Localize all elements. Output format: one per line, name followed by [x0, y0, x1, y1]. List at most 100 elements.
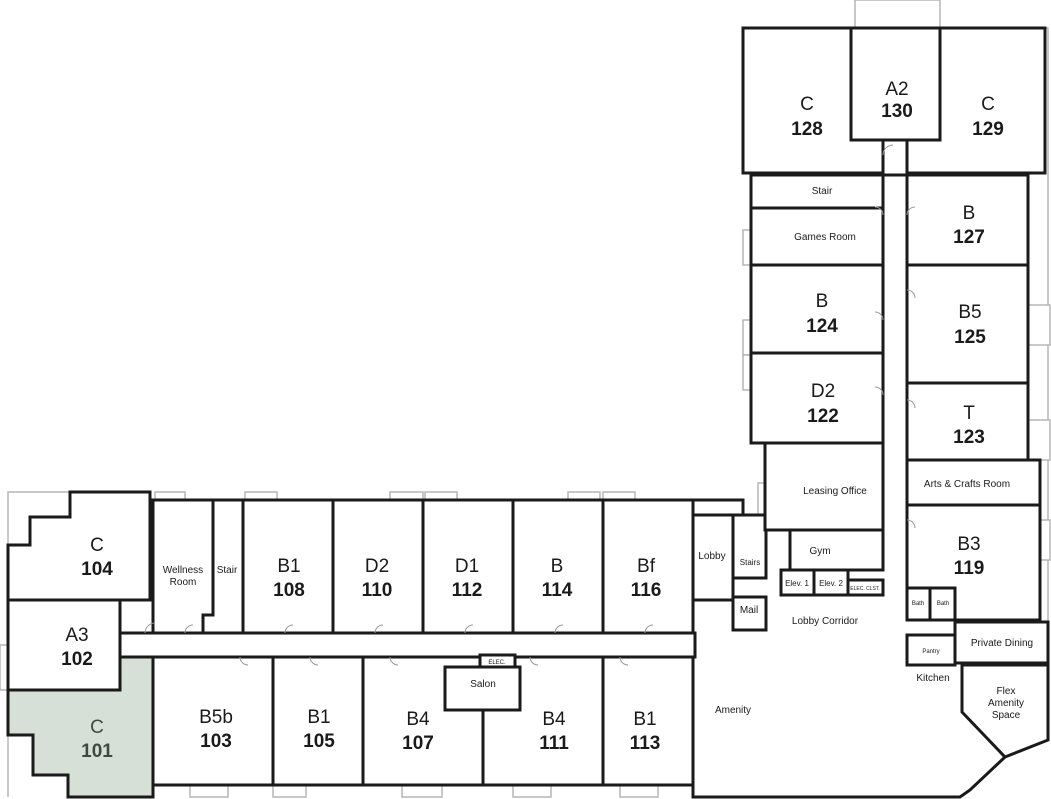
flex-label-2: Amenity — [988, 698, 1024, 709]
unit-124[interactable] — [749, 263, 885, 355]
svg-text:111: 111 — [539, 733, 569, 754]
unit-122-label: D2 122 — [807, 381, 839, 427]
bath-1-label: Bath — [912, 601, 924, 607]
pantry-label: Pantry — [922, 649, 939, 655]
svg-text:116: 116 — [631, 580, 662, 601]
unit-110[interactable] — [331, 498, 425, 635]
unit-130-label: A2 130 — [881, 79, 913, 122]
svg-text:A3: A3 — [65, 625, 88, 646]
elec-room-south — [478, 653, 517, 669]
games-room[interactable] — [749, 206, 885, 267]
arts-crafts-label: Arts & Crafts Room — [924, 479, 1010, 490]
leasing-office[interactable] — [763, 441, 885, 532]
window-bay — [1027, 419, 1051, 461]
svg-text:D2: D2 — [811, 381, 835, 402]
flex-label-3: Space — [992, 710, 1021, 721]
private-dining-label: Private Dining — [971, 638, 1033, 649]
unit-104[interactable] — [6, 490, 152, 602]
stair-north — [749, 173, 885, 210]
svg-text:105: 105 — [303, 731, 335, 752]
unit-103[interactable] — [151, 655, 275, 787]
wellness-room-label-1: Wellness — [163, 565, 203, 576]
amenity-label: Amenity — [715, 705, 751, 716]
unit-116-label: Bf 116 — [631, 556, 662, 601]
elec-closet-label: ELEC. CLST. — [850, 586, 879, 592]
unit-103-label: B5b 103 — [199, 707, 233, 752]
unit-128-label: C 128 — [791, 94, 823, 140]
unit-129-label: C 129 — [972, 94, 1004, 140]
svg-text:D1: D1 — [455, 556, 479, 577]
svg-text:122: 122 — [807, 406, 839, 427]
unit-105[interactable] — [271, 655, 365, 787]
svg-text:A2: A2 — [885, 79, 908, 100]
svg-text:B4: B4 — [406, 709, 430, 730]
unit-105-label: B1 105 — [303, 707, 335, 752]
games-room-label: Games Room — [794, 232, 856, 243]
unit-112[interactable] — [421, 498, 515, 635]
elevator-1[interactable] — [779, 568, 816, 597]
gym[interactable] — [788, 528, 885, 572]
svg-text:B1: B1 — [277, 556, 300, 577]
elevator-2-label: Elev. 2 — [819, 579, 843, 588]
gym-label: Gym — [809, 546, 830, 557]
svg-text:108: 108 — [273, 580, 305, 601]
wellness-room-label-2: Room — [170, 577, 197, 588]
svg-text:128: 128 — [791, 119, 823, 140]
flex-label-1: Flex — [997, 686, 1016, 697]
mail-room[interactable] — [731, 595, 768, 632]
svg-text:C: C — [800, 94, 814, 115]
svg-text:C: C — [90, 717, 104, 738]
unit-123-label: T 123 — [953, 403, 985, 448]
svg-text:B1: B1 — [307, 707, 330, 728]
svg-text:130: 130 — [881, 101, 913, 122]
svg-text:C: C — [90, 535, 104, 556]
flex-amenity-space[interactable] — [960, 663, 1050, 759]
salon[interactable] — [443, 665, 522, 712]
unit-130[interactable] — [849, 26, 942, 142]
svg-text:B4: B4 — [542, 709, 566, 730]
svg-text:119: 119 — [954, 558, 985, 579]
svg-text:113: 113 — [630, 733, 661, 754]
unit-111-label: B4 111 — [539, 709, 569, 754]
stair-west-label: Stair — [217, 565, 238, 576]
unit-113[interactable] — [601, 655, 695, 787]
unit-101[interactable] — [6, 655, 155, 799]
svg-text:B3: B3 — [957, 534, 980, 555]
svg-text:D2: D2 — [365, 556, 389, 577]
svg-text:112: 112 — [452, 580, 483, 601]
bath-2-label: Bath — [937, 601, 949, 607]
svg-text:B1: B1 — [633, 709, 656, 730]
unit-102-label: A3 102 — [61, 625, 93, 670]
svg-text:B: B — [551, 556, 564, 577]
unit-108[interactable] — [241, 498, 335, 635]
unit-108-label: B1 108 — [273, 556, 305, 601]
svg-text:107: 107 — [402, 733, 434, 754]
svg-text:B: B — [816, 291, 829, 312]
unit-125-label: B5 125 — [954, 302, 986, 348]
svg-text:123: 123 — [953, 427, 985, 448]
unit-107-label: B4 107 — [402, 709, 434, 754]
door-swings — [144, 144, 916, 666]
unit-124-label: B 124 — [806, 291, 838, 337]
leasing-office-label: Leasing Office — [803, 486, 867, 497]
private-dining[interactable] — [953, 620, 1050, 665]
unit-123[interactable] — [905, 381, 1030, 462]
unit-129[interactable] — [905, 26, 1047, 175]
svg-text:125: 125 — [954, 327, 986, 348]
lobby[interactable] — [691, 513, 735, 602]
stairs-label: Stairs — [740, 558, 760, 567]
salon-label: Salon — [470, 679, 496, 690]
lobby-label: Lobby — [698, 551, 725, 562]
unit-125[interactable] — [905, 263, 1030, 385]
window-bay — [854, 0, 941, 29]
svg-text:103: 103 — [200, 731, 232, 752]
svg-text:B5: B5 — [958, 302, 981, 323]
unit-122[interactable] — [749, 351, 885, 445]
elec-south-label: ELEC. — [488, 660, 506, 666]
unit-102[interactable] — [6, 598, 122, 692]
unit-104-label: C 104 — [81, 535, 113, 580]
elevator-1-label: Elev. 1 — [785, 579, 809, 588]
svg-text:102: 102 — [61, 649, 93, 670]
mail-label: Mail — [740, 605, 758, 616]
